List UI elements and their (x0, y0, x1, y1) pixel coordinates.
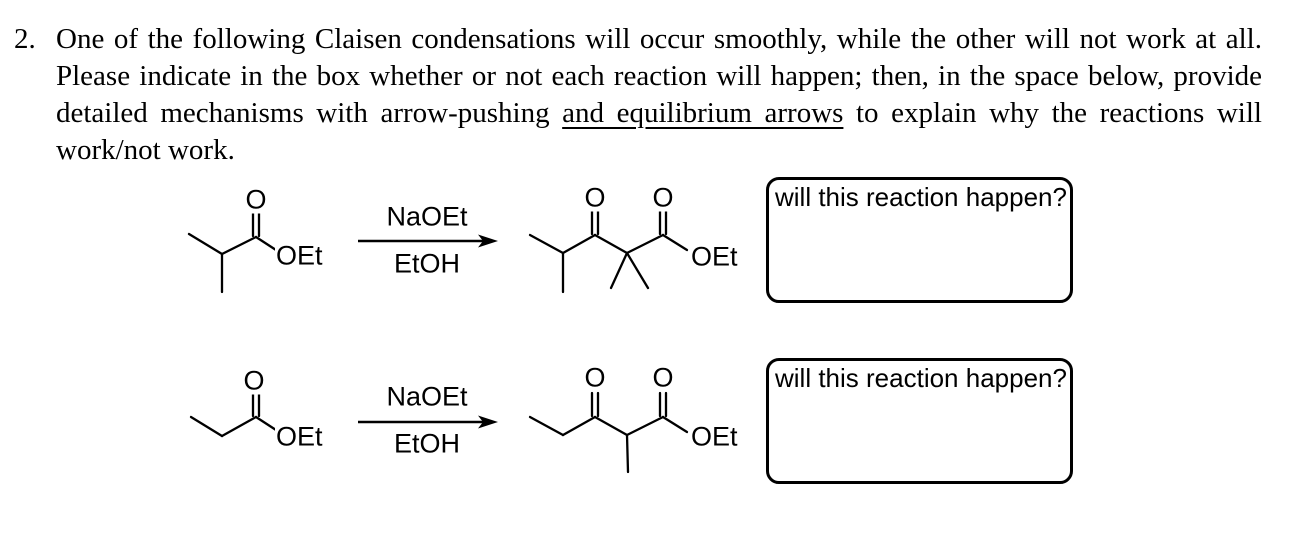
atom-label-carbonyl-o: O (244, 184, 268, 215)
bond (254, 235, 278, 252)
atom-label-ester-o: O (651, 362, 675, 393)
arrow-head (478, 415, 498, 429)
molecule-product-2 (528, 391, 689, 474)
bond (625, 433, 630, 474)
answer-box-reaction-2[interactable]: will this reaction happen? (766, 358, 1073, 484)
atom-label-oet: OEt (275, 421, 324, 452)
bond (625, 251, 650, 290)
bond (625, 415, 665, 437)
bond (625, 233, 665, 255)
solvent-label: EtOH (392, 428, 462, 459)
question-text-after: to explain why the reactions will work/n… (56, 97, 1262, 166)
reagent-label: NaOEt (385, 381, 469, 412)
answer-box-reaction-1[interactable]: will this reaction happen? (766, 177, 1073, 303)
bond (661, 415, 689, 434)
answer-box-prompt: will this reaction happen? (775, 363, 1067, 393)
molecule-product-1 (528, 209, 689, 294)
solvent-label: EtOH (392, 248, 462, 279)
atom-label-carbonyl-o: O (242, 365, 266, 396)
question-text-before: One of the following Claisen condensatio… (56, 23, 1262, 129)
molecule-reactant-1 (187, 210, 278, 294)
reagent-label: NaOEt (385, 201, 469, 232)
bond (220, 235, 258, 256)
bond (187, 232, 224, 256)
question-text: One of the following Claisen condensatio… (56, 21, 1262, 169)
question-text-underlined: and equilibrium arrows (562, 97, 844, 129)
atom-label-oet: OEt (690, 241, 739, 272)
bond (189, 415, 224, 438)
bond (593, 233, 629, 255)
arrow-head (478, 234, 498, 248)
reaction-arrow-2 (358, 415, 498, 429)
bond (593, 415, 629, 437)
bond (220, 415, 258, 438)
atom-label-oet: OEt (690, 421, 739, 452)
reaction-arrow-1 (358, 234, 498, 248)
bond (254, 415, 278, 432)
atom-label-ketone-o: O (583, 362, 607, 393)
bond (661, 233, 689, 252)
bond (528, 415, 565, 437)
answer-box-prompt: will this reaction happen? (775, 182, 1067, 212)
bond (561, 415, 597, 437)
atom-label-ketone-o: O (583, 182, 607, 213)
molecule-reactant-2 (189, 391, 278, 438)
atom-label-oet: OEt (275, 240, 324, 271)
atom-label-ester-o: O (651, 182, 675, 213)
bond (528, 233, 565, 255)
bond (609, 251, 629, 290)
question-number: 2. (14, 23, 36, 55)
bond (561, 233, 597, 255)
question-block: 2. One of the following Claisen condensa… (14, 21, 1264, 169)
